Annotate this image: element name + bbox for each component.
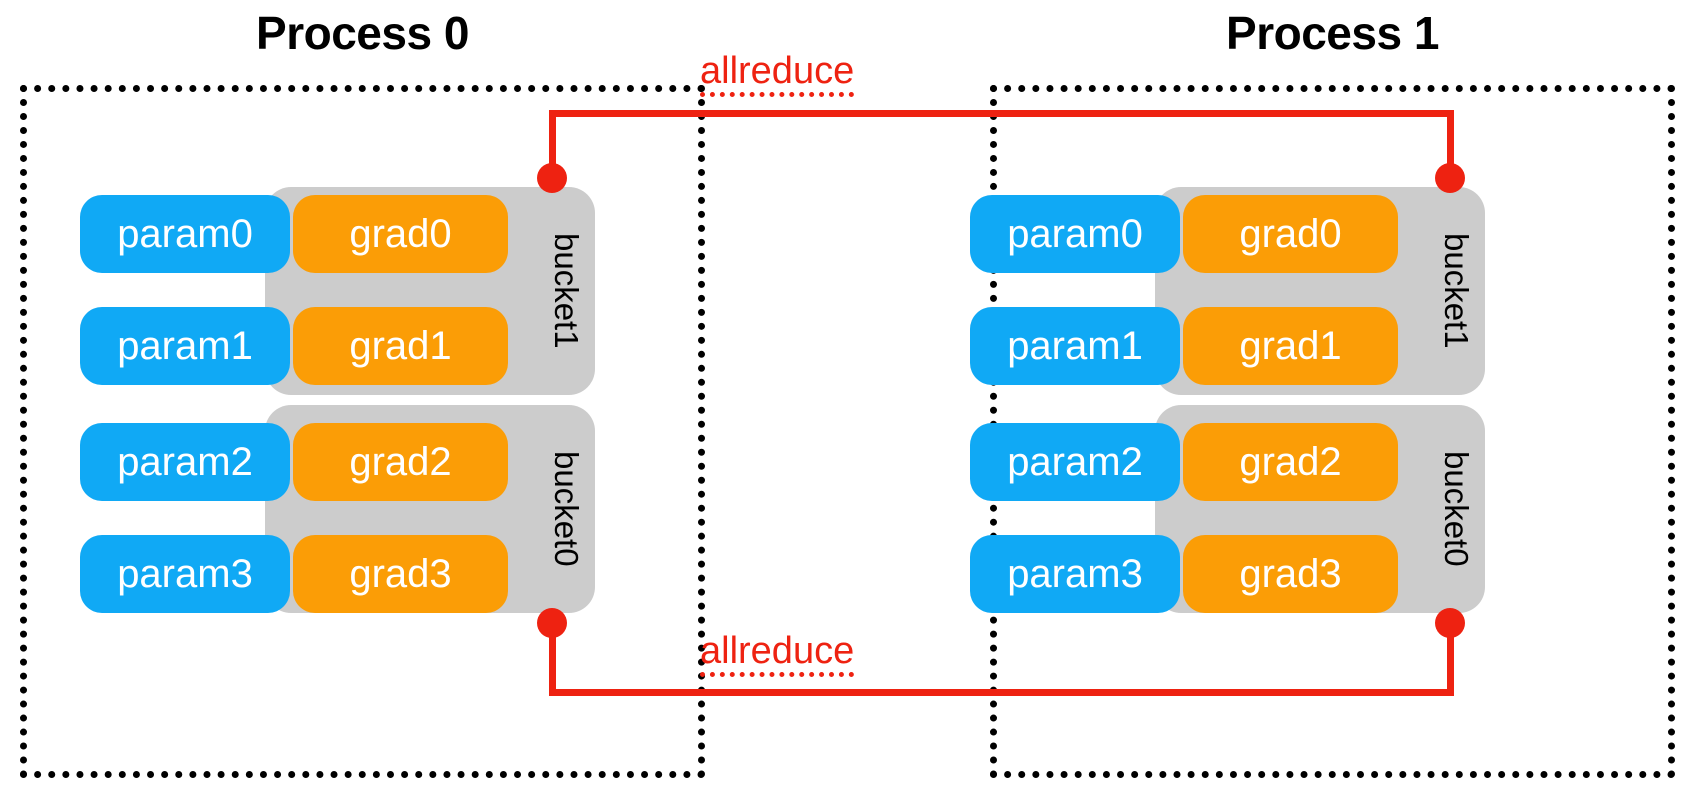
process-1-param2[interactable]: param2	[970, 423, 1180, 501]
allreduce-bottom-wire-left-vertical	[549, 620, 556, 696]
process-0-grad2[interactable]: grad2	[293, 423, 508, 501]
process-0-param2[interactable]: param2	[80, 423, 290, 501]
allreduce-top-endpoint-right	[1435, 163, 1465, 193]
process-0-grad3[interactable]: grad3	[293, 535, 508, 613]
process-0-bucket0-label: bucket0	[548, 451, 585, 567]
process-1-bucket1-label: bucket1	[1438, 233, 1475, 349]
allreduce-top-wire-right-vertical	[1447, 110, 1454, 180]
process-0-param1[interactable]: param1	[80, 307, 290, 385]
process-1-grad0[interactable]: grad0	[1183, 195, 1398, 273]
process-0-grad1[interactable]: grad1	[293, 307, 508, 385]
allreduce-top-label: allreduce	[700, 52, 855, 97]
process-1-grad1[interactable]: grad1	[1183, 307, 1398, 385]
process-0-bucket1-label: bucket1	[548, 233, 585, 349]
allreduce-bottom-endpoint-left	[537, 608, 567, 638]
process-1-title: Process 1	[1226, 7, 1439, 59]
allreduce-bottom-wire-right-vertical	[1447, 620, 1454, 696]
process-0-param3[interactable]: param3	[80, 535, 290, 613]
process-0-param0[interactable]: param0	[80, 195, 290, 273]
allreduce-bottom-wire-horizontal	[549, 689, 1454, 696]
process-1-bucket0-label: bucket0	[1438, 451, 1475, 567]
process-0-title: Process 0	[256, 7, 469, 59]
allreduce-top-wire-left-vertical	[549, 110, 556, 180]
process-0-grad0[interactable]: grad0	[293, 195, 508, 273]
allreduce-bottom-endpoint-right	[1435, 608, 1465, 638]
process-1-param1[interactable]: param1	[970, 307, 1180, 385]
process-1-param0[interactable]: param0	[970, 195, 1180, 273]
allreduce-top-endpoint-left	[537, 163, 567, 193]
allreduce-bottom-label: allreduce	[700, 632, 855, 677]
process-0-frame	[20, 85, 705, 778]
process-1-param3[interactable]: param3	[970, 535, 1180, 613]
process-1-grad2[interactable]: grad2	[1183, 423, 1398, 501]
allreduce-top-wire-horizontal	[549, 110, 1454, 117]
process-1-grad3[interactable]: grad3	[1183, 535, 1398, 613]
